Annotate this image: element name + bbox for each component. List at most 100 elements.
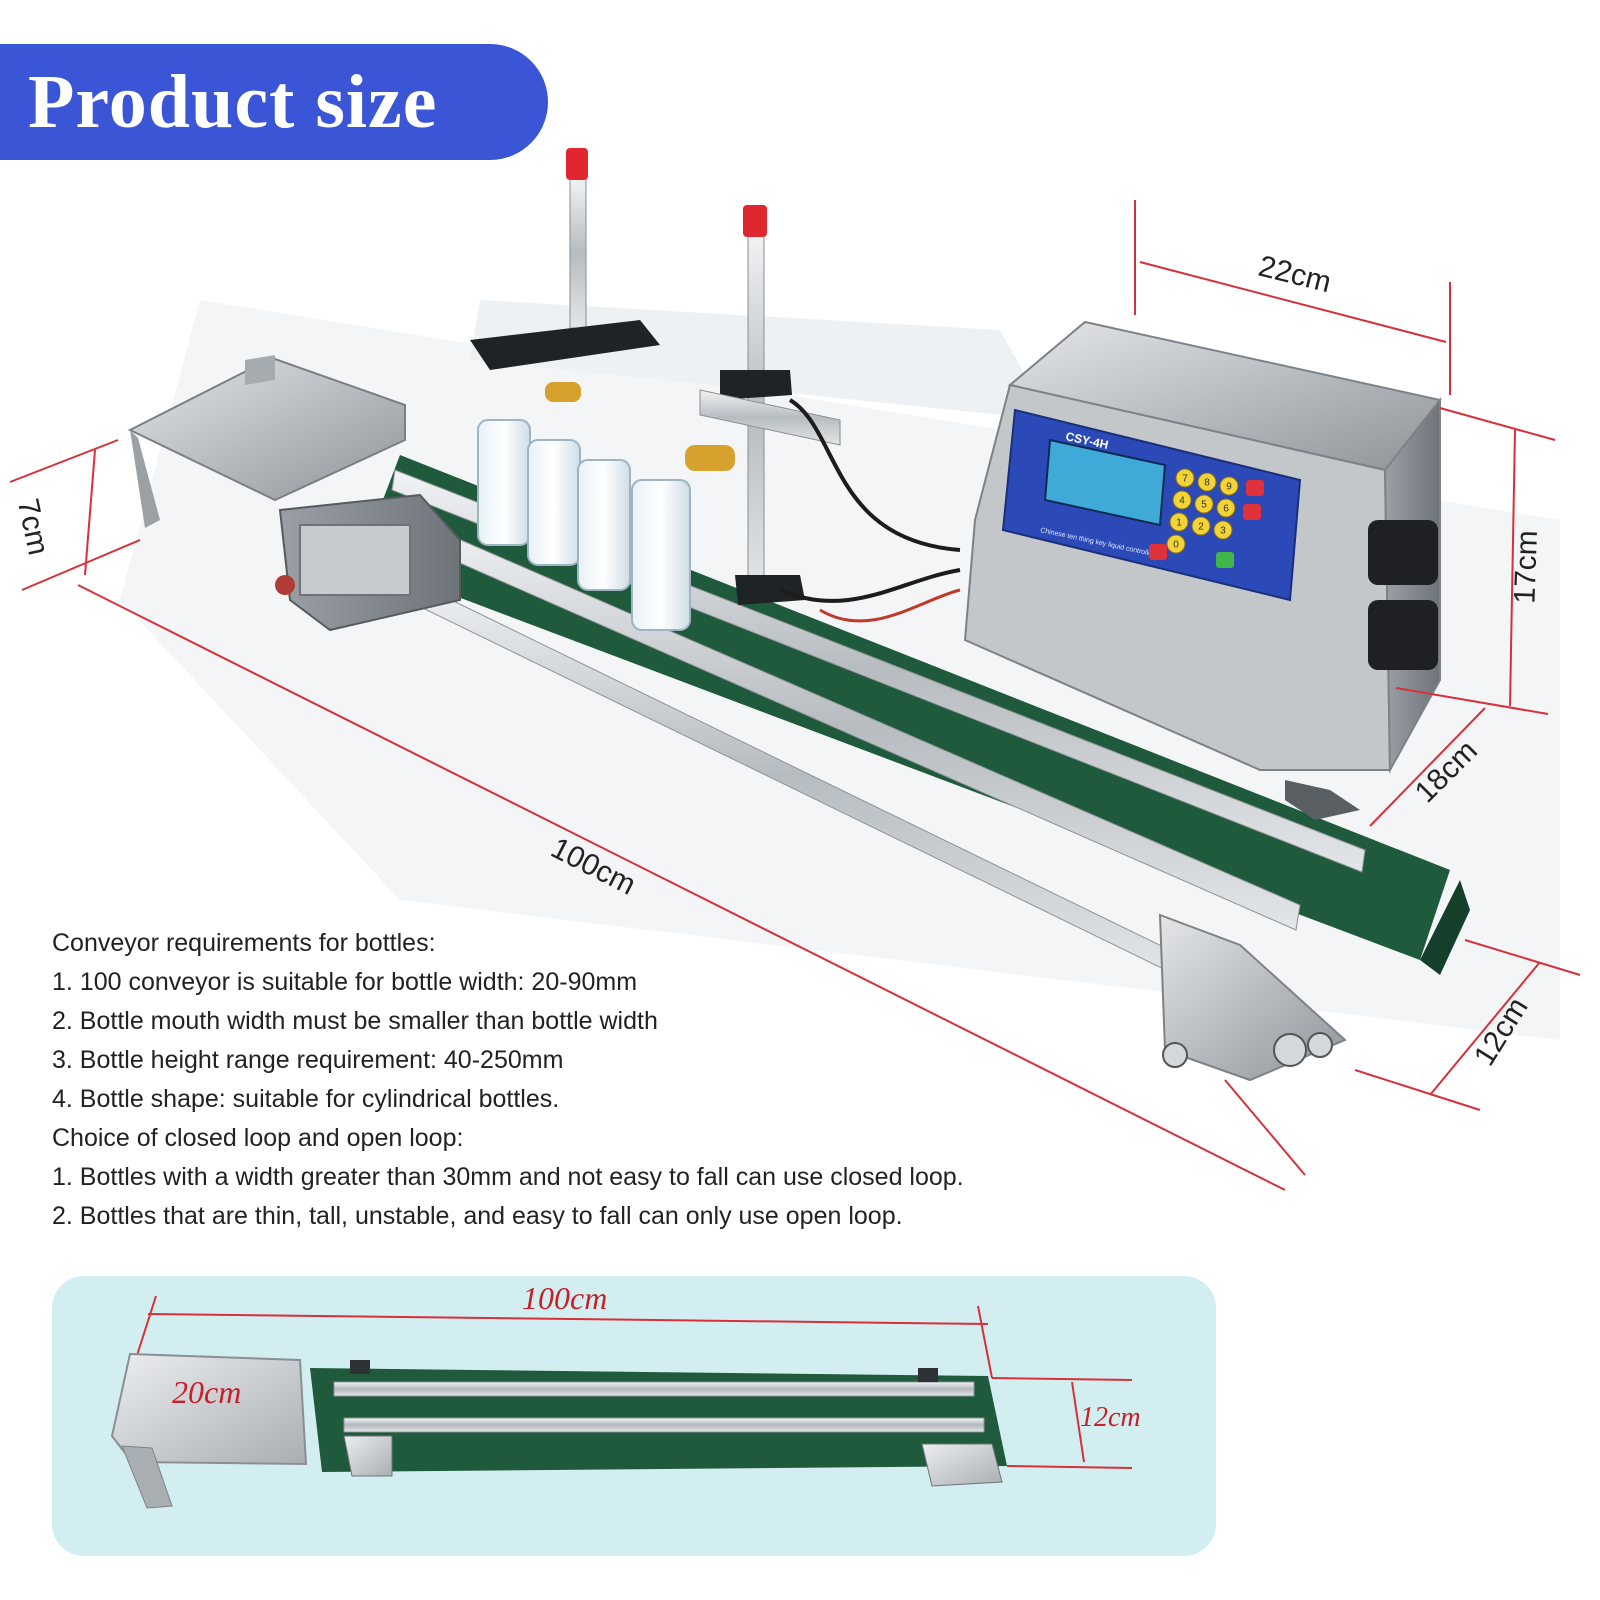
pump-fitting <box>1368 520 1438 585</box>
feed-hopper <box>127 355 406 528</box>
dim-line-100 <box>77 584 1286 1191</box>
keypad-key <box>1166 534 1186 554</box>
bottle <box>477 419 531 546</box>
keypad-key-label: 5 <box>1201 500 1207 511</box>
cable <box>779 568 961 603</box>
nozzle-arm-top <box>470 320 660 370</box>
keypad-key <box>1169 512 1189 532</box>
notes-line: 4. Bottle shape: suitable for cylindrica… <box>52 1085 560 1113</box>
nozzle-stands <box>470 148 841 605</box>
end-bolt <box>1162 1042 1188 1068</box>
keypad-key <box>1216 498 1236 518</box>
dim-line-17 <box>1509 429 1516 707</box>
keypad-key-label: 8 <box>1204 478 1210 489</box>
sensor-yellow-small <box>545 382 581 402</box>
dim-tick <box>1395 687 1549 715</box>
sensor-yellow <box>685 445 735 471</box>
motor-knob <box>275 575 295 595</box>
notes-line: Conveyor requirements for bottles: <box>52 929 436 957</box>
far-bracket <box>1285 780 1360 820</box>
keypad-function-key <box>1246 480 1264 496</box>
notes-line: 1. 100 conveyor is suitable for bottle w… <box>52 968 638 996</box>
keypad-key <box>1219 476 1239 496</box>
keypad: 7 8 9 4 5 6 1 2 3 0 <box>1149 468 1264 568</box>
keypad-key <box>1194 494 1214 514</box>
requirements-notes: Conveyor requirements for bottles: 1. 10… <box>52 924 1252 1236</box>
stand-pole-left <box>569 177 587 329</box>
dim-tick <box>9 439 119 483</box>
notes-line: Choice of closed loop and open loop: <box>52 1124 464 1152</box>
motor-face <box>299 524 411 596</box>
dim-line-22 <box>1139 261 1447 343</box>
stand-cap-right <box>743 205 767 237</box>
machine-illustration: CSY-4H Chinese ten thing key liquid cont… <box>9 148 1581 1191</box>
dimension-lines <box>9 200 1581 1191</box>
bottom-hopper-leg <box>121 1445 173 1509</box>
belt-end <box>1420 880 1470 975</box>
keypad-function-key <box>1216 552 1234 568</box>
notes-line: 2. Bottle mouth width must be smaller th… <box>52 1007 658 1035</box>
keypad-key-label: 6 <box>1223 504 1229 515</box>
bottom-clamp <box>918 1368 938 1382</box>
bottle <box>527 439 581 566</box>
keypad-key <box>1197 472 1217 492</box>
dim-line-12 <box>1071 1381 1085 1463</box>
cable <box>788 398 961 552</box>
keypad-key <box>1175 468 1195 488</box>
bottom-width-label: 12cm <box>1080 1402 1141 1433</box>
bottle <box>577 459 631 591</box>
dim-tick <box>977 1305 993 1379</box>
dim-tick <box>1439 407 1556 441</box>
keypad-key-label: 2 <box>1198 522 1204 533</box>
bottom-hopper-label: 20cm <box>172 1374 242 1410</box>
notes-line: 2. Bottles that are thin, tall, unstable… <box>52 1202 903 1230</box>
bottom-hopper <box>110 1352 308 1466</box>
stand-cap-left <box>566 148 588 180</box>
bottles <box>477 419 691 631</box>
keypad-key <box>1172 490 1192 510</box>
dim-label-17: 17cm <box>1508 529 1544 605</box>
end-bolt <box>1307 1032 1333 1058</box>
pump-fitting <box>1368 600 1438 670</box>
keypad-key-label: 3 <box>1220 526 1226 537</box>
keypad-key <box>1191 516 1211 536</box>
stand-base <box>735 575 805 605</box>
bottom-rail-upper <box>333 1381 975 1397</box>
keypad-function-key <box>1243 504 1261 520</box>
bottom-length-label: 100cm <box>522 1280 608 1316</box>
stand-clamp <box>720 370 792 400</box>
conveyor-diagram-panel: 100cm 20cm 12cm <box>52 1276 1216 1556</box>
keypad-key-label: 9 <box>1226 482 1232 493</box>
bottom-bracket-left <box>343 1435 393 1477</box>
notes-line: 3. Bottle height range requirement: 40-2… <box>52 1046 564 1074</box>
cable <box>819 588 961 623</box>
dim-line-18 <box>1369 707 1486 827</box>
keypad-key-label: 0 <box>1173 540 1179 551</box>
bottle <box>631 479 691 631</box>
bottom-rail-lower <box>343 1417 985 1433</box>
dim-tick <box>1006 1465 1133 1469</box>
bottom-clamp <box>350 1360 370 1374</box>
dim-tick <box>1354 1069 1481 1111</box>
hopper-leg <box>130 430 160 528</box>
notes-line: 1. Bottles with a width greater than 30m… <box>52 1163 964 1191</box>
control-box: CSY-4H Chinese ten thing key liquid cont… <box>963 320 1442 774</box>
dim-tick <box>991 1377 1133 1381</box>
dim-line-100 <box>147 1313 989 1325</box>
dim-tick <box>1224 1079 1306 1176</box>
keypad-key-label: 7 <box>1182 474 1188 485</box>
keypad-function-key <box>1149 544 1167 560</box>
keypad-key-label: 4 <box>1179 496 1185 507</box>
title-banner: Product size <box>0 44 548 160</box>
keypad-key <box>1213 520 1233 540</box>
dim-line-7 <box>84 449 96 576</box>
page-title: Product size <box>28 59 438 144</box>
motor <box>275 493 461 632</box>
bottom-bracket-right <box>921 1443 1003 1487</box>
keypad-key-label: 1 <box>1176 518 1182 529</box>
end-roller <box>1273 1033 1307 1067</box>
nozzle-arm-bar <box>699 389 841 446</box>
hopper-back <box>245 355 275 385</box>
dim-tick <box>21 539 141 591</box>
panel-screen <box>1043 438 1167 527</box>
